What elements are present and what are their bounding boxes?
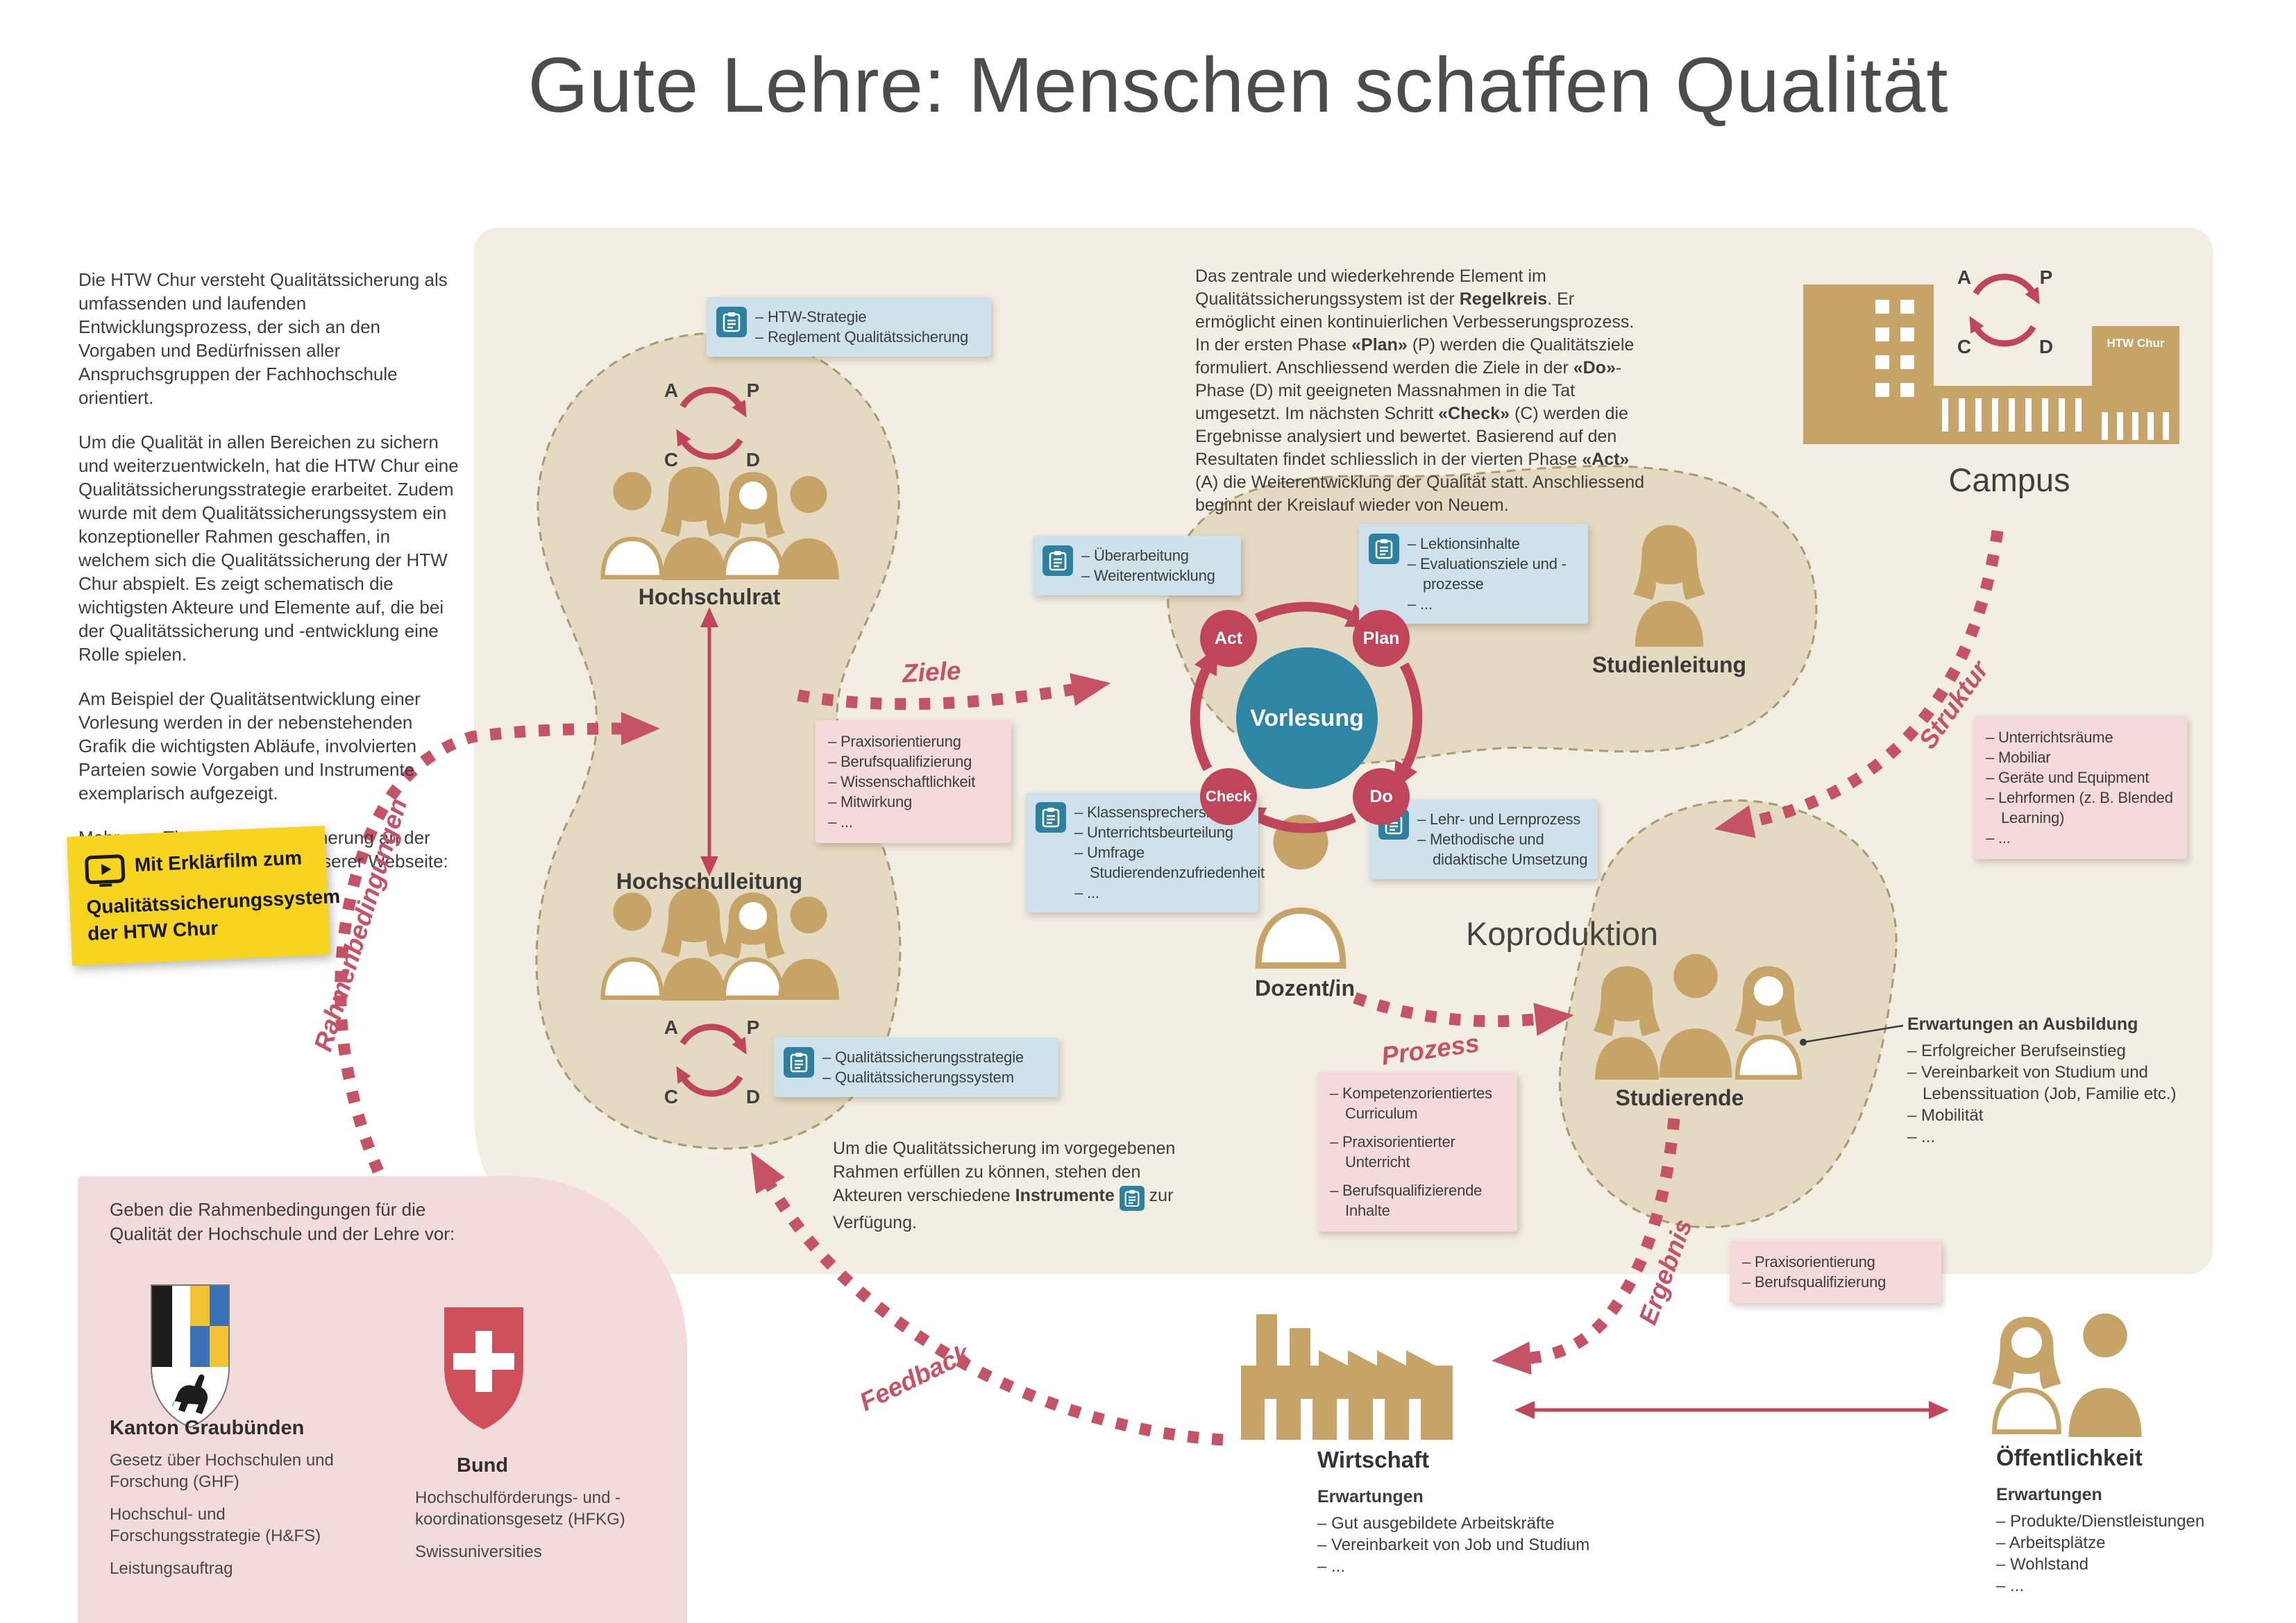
- expectation-item: – Mobilität: [1907, 1106, 1984, 1125]
- instrument-icon: [784, 1047, 814, 1078]
- intro-column: Die HTW Chur versteht Qualitätssicherung…: [78, 268, 459, 917]
- kanton-label: Kanton Graubünden: [110, 1417, 305, 1439]
- note-item: – Geräte und Equipment: [1986, 769, 2150, 786]
- note-item: – Überarbeitung: [1081, 547, 1189, 564]
- note-item: – ...: [1074, 884, 1099, 901]
- video-player-icon: [84, 854, 126, 894]
- expectation-item: – Produkte/Dienstleistungen: [1996, 1512, 2205, 1531]
- note-item: – Qualitätssicherungsstrategie: [822, 1048, 1024, 1066]
- note-item: – ...: [1408, 595, 1433, 613]
- factory-icon: [1241, 1314, 1453, 1440]
- instruments-sentence: Um die Qualitätssicherung im vorgegebene…: [833, 1137, 1208, 1234]
- koproduktion-label: Koproduktion: [1466, 915, 1658, 952]
- ausbildung-expectations-title: Erwartungen an Ausbildung: [1907, 1014, 2138, 1034]
- regelkreis-text: Das zentrale und wiederkehrende Element …: [1195, 266, 1645, 515]
- kanton-block: Kanton Graubünden Gesetz über Hochschule…: [110, 1417, 339, 1590]
- act-circle: Act: [1200, 610, 1257, 667]
- oeffentlichkeit-block: Öffentlichkeit Erwartungen – Produkte/Di…: [1996, 1445, 2295, 1597]
- kanton-item: Gesetz über Hochschulen und Forschung (G…: [110, 1451, 334, 1491]
- page-title: Gute Lehre: Menschen schaffen Qualität: [527, 42, 1949, 128]
- note-item: – Umfrage Studierendenzufriedenheit: [1074, 844, 1265, 881]
- expectation-item: – ...: [1996, 1577, 2025, 1595]
- note-item: – Reglement Qualitätssicherung: [755, 328, 969, 346]
- instrument-icon: [1369, 534, 1399, 564]
- note-htw-strategie: – HTW-Strategie – Reglement Qualitätssic…: [707, 297, 991, 357]
- video-sticky-note[interactable]: Mit Erklärfilm zum Qualitätssicherungssy…: [67, 825, 341, 967]
- dozent-label: Dozent/in: [1255, 976, 1355, 1001]
- note-qs-strategie: – Qualitätssicherungsstrategie – Qualitä…: [774, 1037, 1058, 1097]
- note-item: – Mitwirkung: [828, 793, 913, 810]
- expectation-item: – ...: [1907, 1128, 1936, 1146]
- wirtschaft-expectations-title: Erwartungen: [1317, 1487, 1424, 1506]
- oeffentlichkeit-label: Öffentlichkeit: [1996, 1445, 2143, 1470]
- studierende-label: Studierende: [1615, 1085, 1744, 1110]
- wirtschaft-expectations: Erwartungen – Gut ausgebildete Arbeitskr…: [1317, 1487, 1609, 1577]
- expectation-item: – Gut ausgebildete Arbeitskräfte: [1317, 1514, 1555, 1533]
- note-item: – Wissenschaftlichkeit: [828, 773, 976, 790]
- instrument-icon: [716, 307, 747, 337]
- kanton-item: Hochschul- und Forschungsstrategie (H&FS…: [110, 1505, 321, 1545]
- ausbildung-expectations: Erwartungen an Ausbildung – Erfolgreiche…: [1907, 1014, 2206, 1148]
- note-prozess: – Kompetenzorientiertes Curriculum – Pra…: [1317, 1072, 1517, 1232]
- note-item: – Berufsqualifizierung: [828, 753, 972, 770]
- note-item: – Qualitätssicherungssystem: [822, 1069, 1014, 1086]
- note-item: – Praxisorientierung: [1742, 1253, 1875, 1271]
- feedback-flow-label: Feedback: [855, 1339, 974, 1417]
- note-ergebnis: – Praxisorientierung – Berufsqualifizier…: [1730, 1241, 1941, 1303]
- kanton-item: Leistungsauftrag: [110, 1559, 233, 1578]
- do-circle: Do: [1353, 768, 1410, 825]
- instrument-icon: [1036, 802, 1066, 833]
- expectation-item: – Erfolgreicher Berufseinstieg: [1907, 1042, 2126, 1060]
- note-lektionsinhalte: – Lektionsinhalte – Evaluationsziele und…: [1359, 524, 1588, 624]
- note-item: – Berufsqualifizierung: [1742, 1273, 1886, 1291]
- bund-item: Swissuniversities: [415, 1543, 542, 1561]
- note-item: – Lektionsinhalte: [1408, 535, 1520, 552]
- note-item: – Praxisorientierung: [828, 733, 961, 750]
- oeffentlichkeit-expectations: Erwartungen – Produkte/Dienstleistungen …: [1996, 1485, 2295, 1597]
- note-item: – Unterrichtsbeurteilung: [1074, 824, 1233, 841]
- expectation-item: – Vereinbarkeit von Studium und Lebenssi…: [1907, 1063, 2177, 1103]
- instrument-icon: [1119, 1186, 1145, 1211]
- expectation-item: – Wohlstand: [1996, 1555, 2088, 1574]
- note-item: – Unterrichtsräume: [1986, 729, 2113, 746]
- note-item: – Kompetenzorientiertes Curriculum: [1330, 1085, 1492, 1122]
- note-item: – ...: [1986, 829, 2011, 847]
- bund-block: Bund Hochschulförderungs- und -koordinat…: [415, 1454, 651, 1574]
- note-item: – Mobiliar: [1986, 749, 2051, 766]
- check-circle: Check: [1200, 768, 1257, 825]
- hochschulleitung-label: Hochschulleitung: [616, 869, 803, 894]
- note-item: – ...: [828, 813, 853, 831]
- note-item: – HTW-Strategie: [755, 308, 867, 325]
- studienleitung-label: Studienleitung: [1592, 652, 1747, 677]
- note-item: – Weiterentwicklung: [1081, 567, 1215, 584]
- intro-paragraph-2: Um die Qualität in allen Bereichen zu si…: [78, 432, 459, 665]
- bund-label: Bund: [457, 1454, 509, 1477]
- vorlesung-circle: Vorlesung: [1236, 647, 1378, 789]
- ziele-flow-label: Ziele: [901, 656, 962, 688]
- governance-heading: Geben die Rahmenbedingungen für die Qual…: [110, 1199, 455, 1244]
- expectation-item: – Vereinbarkeit von Job und Studium: [1317, 1536, 1590, 1554]
- note-item: – Evaluationsziele und -prozesse: [1408, 555, 1567, 593]
- campus-label: Campus: [1948, 461, 2070, 498]
- wirtschaft-label: Wirtschaft: [1317, 1447, 1430, 1472]
- note-ueberarbeitung: – Überarbeitung – Weiterentwicklung: [1033, 536, 1241, 595]
- oeffentlichkeit-expectations-title: Erwartungen: [1996, 1485, 2102, 1504]
- hochschulrat-label: Hochschulrat: [638, 584, 781, 609]
- note-item: – Lehr- und Lernprozess: [1417, 810, 1581, 828]
- expectation-item: – ...: [1317, 1557, 1346, 1576]
- bund-item: Hochschulförderungs- und -koordinationsg…: [415, 1488, 625, 1529]
- note-item: – Methodische und didaktische Umsetzung: [1417, 831, 1588, 868]
- expectation-item: – Arbeitsplätze: [1996, 1533, 2106, 1552]
- note-ziele: – Praxisorientierung – Berufsqualifizier…: [816, 720, 1011, 843]
- intro-paragraph-1: Die HTW Chur versteht Qualitätssicherung…: [78, 269, 448, 408]
- note-struktur: – Unterrichtsräume – Mobiliar – Geräte u…: [1973, 716, 2187, 859]
- note-item: – Berufsqualifizierende Inhalte: [1330, 1182, 1483, 1219]
- instrument-icon: [1043, 545, 1073, 576]
- plan-circle: Plan: [1353, 610, 1410, 667]
- oeffentlichkeit-people: [1992, 1313, 2142, 1437]
- wirtschaft-block: Wirtschaft Erwartungen – Gut ausgebildet…: [1317, 1447, 1609, 1577]
- note-item: – Lehrformen (z. B. Blended Learning): [1986, 789, 2173, 826]
- note-item: – Praxisorientierter Unterricht: [1330, 1133, 1455, 1171]
